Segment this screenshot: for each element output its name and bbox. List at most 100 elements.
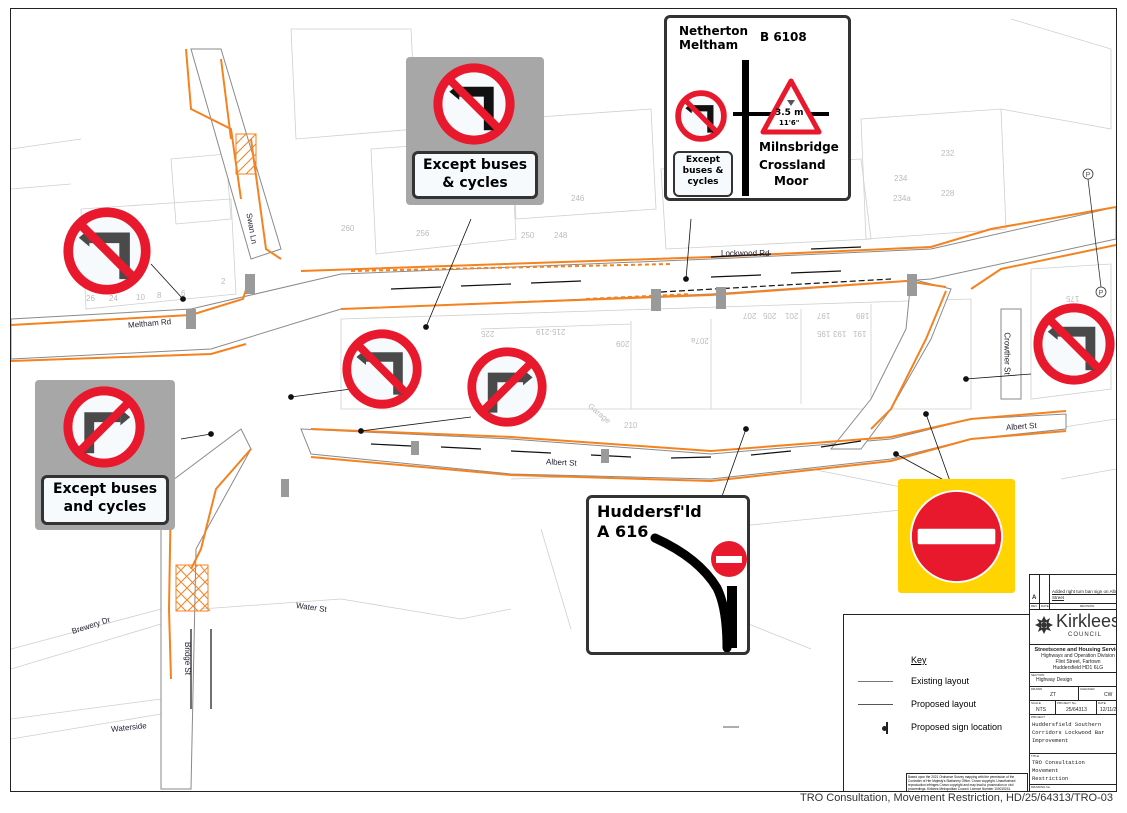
title-label: TITLE (1031, 754, 1040, 758)
building-number: 201 (785, 311, 799, 320)
building-number: 24 (109, 294, 118, 303)
street-label-lockwood-rd: Lockwood Rd (721, 249, 770, 258)
no-left-turn-sign-albert-st (342, 329, 422, 409)
sign-post-symbol (886, 722, 888, 734)
project-label: PROJECT (1031, 715, 1046, 719)
project-no-label: PROJECT No. (1057, 701, 1077, 705)
building-number: 234a (893, 194, 911, 203)
council-logo-row: Kirklees COUNCIL (1030, 610, 1117, 645)
scale-project-date-row: SCALE NTS PROJECT No. 25/64313 DATE 12/1… (1030, 701, 1117, 715)
direction-dest-right-1: Milnsbridge (759, 140, 839, 154)
building-number: 10 (136, 293, 145, 302)
hudds-route-arrow (650, 533, 747, 652)
building-number: 2 (221, 277, 226, 286)
drawn-value: ZT (1050, 692, 1057, 698)
revision-headers: REV DATE REVISION (1030, 604, 1116, 610)
date-label: DATE (1098, 701, 1106, 705)
rev-header: REV (1031, 604, 1038, 608)
direction-road-left: B 6108 (760, 30, 807, 44)
direction-except-plate: Except buses & cycles (673, 151, 733, 197)
map-copyright: Copyright © 2021. Kirklees Metropolitan … (24, 791, 147, 792)
svg-text:P: P (1086, 172, 1091, 179)
building-number: 191 (853, 329, 867, 338)
title-value: TRO Consultation Movement Restriction (1032, 759, 1085, 782)
building-number: 8 (157, 291, 162, 300)
address-line-1: Flint Street, Fartown (1055, 659, 1101, 665)
height-limit-metric: 3.5 m (775, 108, 804, 118)
service-address: Streetscene and Housing Service Highways… (1030, 645, 1117, 673)
checked-value: CW (1104, 692, 1113, 698)
no-right-turn-except-buses-panel: Except buses and cycles (35, 380, 175, 530)
building-number: 234 (894, 174, 908, 183)
checked-label: CHECKED (1080, 687, 1095, 691)
street-label-crowther-st: Crowther St (1002, 332, 1012, 375)
advance-direction-sign: Netherton Meltham B 6108 Except buses & … (664, 15, 851, 201)
building-number: 195 (817, 329, 831, 338)
building-number: 26 (86, 294, 95, 303)
address-line-2: Huddersfield HD1 6LG (1052, 665, 1104, 671)
building-number: 225 (481, 329, 495, 338)
no-left-turn-sign-meltham-rd (63, 207, 151, 295)
council-name: Kirklees (1056, 611, 1117, 631)
svg-text:P: P (1099, 290, 1104, 297)
building-number: 215-219 (536, 327, 566, 336)
title-block: A Added right turn ban sign on Albert St… (1029, 574, 1117, 791)
building-number: 256 (416, 229, 430, 238)
height-limit-warning-icon (760, 78, 822, 135)
direction-dest-right-2: Crossland (759, 158, 826, 172)
revision-description: Added right turn ban sign on Albert Stre… (1052, 589, 1117, 600)
hudds-dest: Huddersf'ld (597, 502, 702, 521)
project-no-value: 25/64313 (1066, 707, 1087, 713)
base-map: PP (11, 18, 1116, 790)
building-number: 209 (616, 339, 630, 348)
key-item-proposed: Proposed layout (911, 699, 977, 709)
street-label-bridge-st: Bridge St (182, 642, 192, 675)
revision-row: A Added right turn ban sign on Albert St… (1030, 575, 1117, 609)
date-header: DATE (1041, 604, 1049, 608)
building-number: 205 (763, 311, 777, 320)
building-number: 193 (833, 329, 847, 338)
section-value: Highway Design (1036, 677, 1073, 683)
street-label-albert-st-west: Albert St (545, 457, 577, 468)
drawn-checked-row: DRAWN ZT CHECKED CW (1030, 687, 1116, 701)
legend-key: Key Existing layout Proposed layout Prop… (843, 614, 1030, 791)
revision-letter: A (1032, 595, 1037, 601)
division-name: Highways and Operation Division (1041, 653, 1115, 659)
no-left-turn-except-buses-panel: Except buses & cycles (406, 57, 544, 205)
drawing-no-row: DRAWING No. HD/25/64313/TRO-03A (1030, 785, 1116, 791)
building-number: 246 (571, 194, 585, 203)
building-number: 228 (941, 189, 955, 198)
existing-layout-line (858, 681, 893, 682)
height-limit-imperial: 11'6" (779, 119, 800, 127)
no-entry-icon (909, 489, 1004, 584)
building-number: 232 (941, 149, 955, 158)
no-left-turn-sign-crowther-st (1033, 303, 1115, 385)
date-value: 12/11/2021 (1100, 707, 1117, 713)
building-number: 260 (341, 224, 355, 233)
direction-route-stem (742, 60, 749, 196)
building-number: 175 (1066, 294, 1080, 303)
direction-dest-right-3: Moor (774, 174, 809, 188)
no-left-turn-icon (433, 63, 515, 145)
hudds-road: A 616 (597, 522, 649, 541)
building-number: 210 (624, 421, 638, 430)
section-label: SECTION (1031, 673, 1045, 677)
building-number: 207a (691, 336, 709, 345)
service-name: Streetscene and Housing Service (1034, 647, 1117, 653)
council-sub: COUNCIL (1068, 632, 1103, 638)
project-row: PROJECT Huddersfield Southern Corridors … (1030, 715, 1116, 754)
revision-header: REVISION (1080, 604, 1095, 608)
building-number: 250 (521, 231, 535, 240)
key-title: Key (911, 655, 927, 665)
building-number: 6 (181, 289, 186, 298)
kirklees-logo-icon (1035, 616, 1053, 634)
page-footer-title: TRO Consultation, Movement Restriction, … (799, 792, 1113, 804)
drawing-no-label: DRAWING No. (1031, 785, 1051, 789)
scale-value: NTS (1036, 707, 1046, 713)
except-buses-plate-left: Except buses and cycles (41, 475, 169, 525)
title-row: TITLE TRO Consultation Movement Restrict… (1030, 754, 1116, 785)
project-value: Huddersfield Southern Corridors Lockwood… (1032, 721, 1105, 744)
building-number: 189 (856, 311, 870, 320)
scale-label: SCALE (1031, 701, 1041, 705)
